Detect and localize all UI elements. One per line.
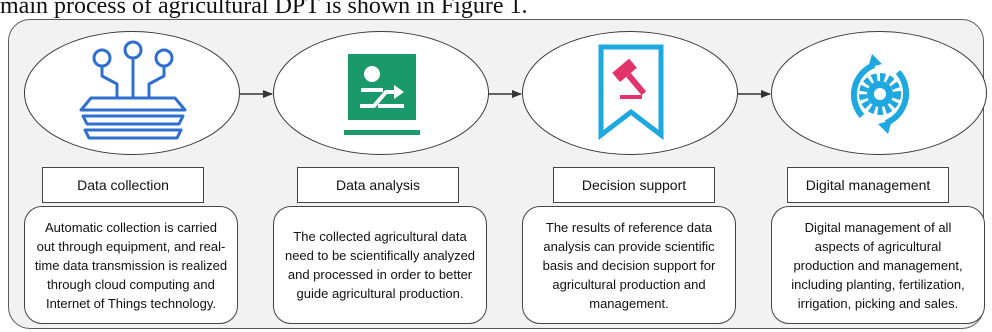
desc-line: guide agricultural production. [296, 286, 464, 301]
step-data-collection-icon-ellipse [24, 31, 240, 155]
intro-sentence: main process of agricultural DPT is show… [0, 0, 528, 19]
step-label-digital-management: Digital management [787, 167, 949, 203]
step-label-data-collection: Data collection [42, 167, 204, 203]
step-decision-support-icon-ellipse [522, 31, 738, 155]
step-label-data-analysis: Data analysis [297, 167, 459, 203]
desc-line: Internet of Things technology. [45, 295, 217, 311]
desc-line: and processed in order to better [287, 267, 473, 282]
analysis-board-icon [344, 54, 420, 135]
step-desc-digital-management: Digital management of all aspects of agr… [771, 206, 985, 324]
step-label-decision-support: Decision support [553, 167, 715, 203]
desc-line: aspects of agricultural [814, 238, 942, 254]
desc-line: out through equipment, and real- [36, 238, 226, 254]
desc-line: analysis can provide scientific [543, 238, 715, 254]
desc-line: basis and decision support for [542, 257, 716, 273]
desc-line: The results of reference data [545, 219, 713, 235]
desc-line: production and management, [793, 257, 963, 273]
desc-line: time data transmission is realized [34, 257, 228, 273]
step-data-analysis-icon-ellipse [273, 31, 489, 155]
gear-cycle-icon [850, 54, 910, 134]
decision-gavel-ribbon-icon [598, 44, 664, 141]
step-desc-data-analysis: The collected agricultural data need to … [273, 206, 487, 324]
desc-line: agricultural production and [552, 276, 706, 292]
desc-line: irrigation, picking and sales. [797, 295, 959, 311]
desc-line: including planting, fertilization, [791, 276, 965, 292]
desc-line: through cloud computing and [47, 276, 215, 292]
step-desc-decision-support: The results of reference data analysis c… [522, 206, 736, 324]
step-digital-management-icon-ellipse [771, 31, 987, 155]
desc-line: Digital management of all [804, 219, 952, 235]
desc-line: The collected agricultural data [293, 229, 467, 244]
desc-line: need to be scientifically analyzed [284, 248, 476, 263]
step-desc-data-collection: Automatic collection is carried out thro… [24, 206, 238, 324]
iot-network-layers-icon [79, 40, 187, 140]
desc-line: management. [589, 295, 669, 311]
desc-line: Automatic collection is carried [45, 219, 217, 235]
